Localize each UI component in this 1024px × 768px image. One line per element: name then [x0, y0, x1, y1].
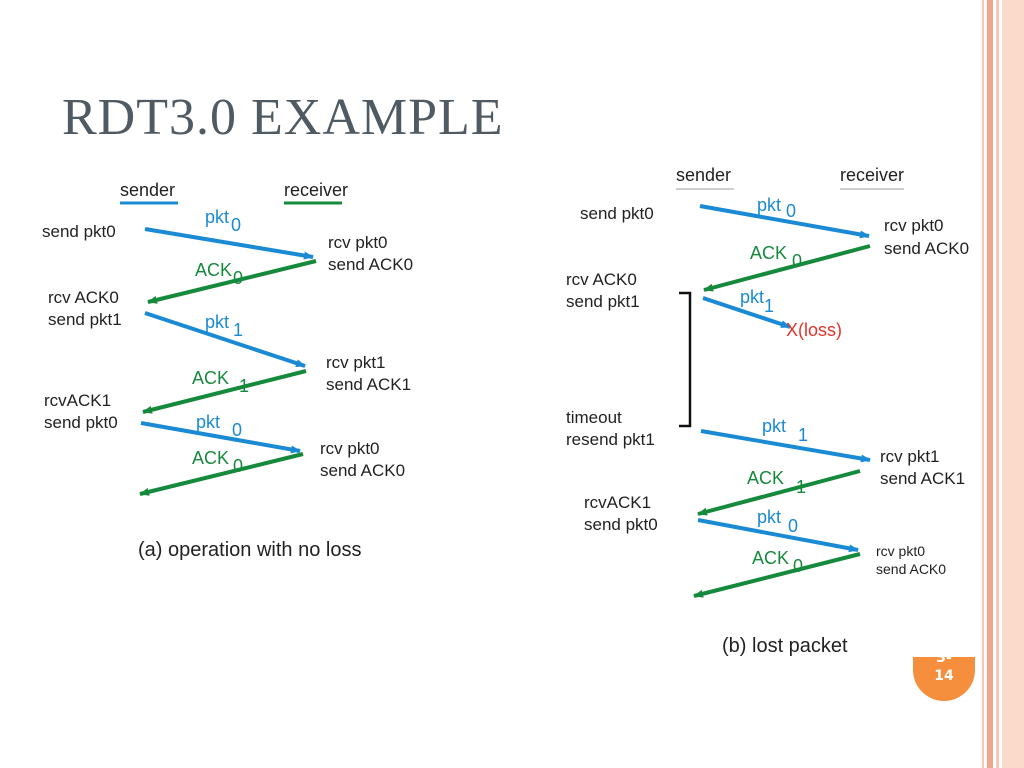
sender-header: sender — [676, 165, 731, 185]
ack-arrow — [693, 552, 861, 598]
sender-label: rcvACK1 — [584, 493, 651, 512]
ack-arrow — [142, 369, 307, 414]
ack-arrow — [703, 244, 871, 292]
slide-title: RDT3.0 EXAMPLE — [62, 89, 504, 146]
sender-label: send pkt0 — [42, 222, 116, 241]
diagram-caption: (b) lost packet — [722, 635, 848, 657]
sender-label: rcvACK1 — [44, 391, 111, 410]
receiver-label: send ACK0 — [328, 255, 413, 274]
sender-label: send pkt1 — [566, 292, 640, 311]
loss-label: X(loss) — [786, 320, 842, 340]
receiver-label: rcv pkt1 — [880, 447, 940, 466]
pkt-arrow — [700, 429, 871, 463]
pkt-arrow — [697, 518, 859, 553]
receiver-label: rcv pkt0 — [884, 216, 944, 235]
sender-label: resend pkt1 — [566, 430, 655, 449]
receiver-label: send ACK1 — [880, 469, 965, 488]
receiver-header: receiver — [840, 165, 904, 185]
receiver-label: rcv pkt1 — [326, 353, 386, 372]
diagram-b: sender receiver send pkt0 rcv ACK0 send … — [566, 165, 969, 657]
pkt-arrow — [699, 204, 870, 239]
pkt-arrow — [140, 421, 301, 454]
receiver-label: send ACK0 — [876, 561, 946, 577]
receiver-label: rcv pkt0 — [328, 233, 388, 252]
pkt-arrow — [144, 227, 314, 260]
stripe — [982, 0, 984, 768]
receiver-label: send ACK1 — [326, 375, 411, 394]
sender-header: sender — [120, 180, 175, 200]
receiver-label: rcv pkt0 — [876, 543, 925, 559]
receiver-label: rcv pkt0 — [320, 439, 380, 458]
stripe — [996, 0, 999, 768]
sender-label: send pkt0 — [44, 413, 118, 432]
pkt-arrow — [144, 311, 306, 368]
slide-number-line2: 14 — [934, 668, 954, 684]
stripe — [987, 0, 993, 768]
message-label: ACK0 — [195, 260, 243, 288]
stripe — [1002, 0, 1024, 768]
message-label: pkt1 — [740, 287, 774, 316]
ack-arrow — [139, 452, 304, 496]
receiver-header: receiver — [284, 180, 348, 200]
sender-label: rcv ACK0 — [566, 270, 637, 289]
sender-label: send pkt0 — [584, 515, 658, 534]
diagram-a: sender receiver send pkt0 rcv ACK0 send … — [42, 180, 413, 561]
slide-number-badge: 3- 14 — [913, 657, 975, 701]
diagram-caption: (a) operation with no loss — [138, 539, 361, 561]
lost-pkt-arrow — [702, 296, 791, 329]
sender-label: timeout — [566, 408, 622, 427]
ack-arrow — [697, 469, 861, 516]
sender-label: send pkt0 — [580, 204, 654, 223]
sender-label: rcv ACK0 — [48, 288, 119, 307]
receiver-label: send ACK0 — [320, 461, 405, 480]
sender-label: send pkt1 — [48, 310, 122, 329]
receiver-label: send ACK0 — [884, 239, 969, 258]
slide-number-line1: 3- — [936, 657, 952, 666]
decorative-stripes — [978, 0, 1024, 768]
timeout-bracket — [679, 291, 692, 428]
ack-arrow — [147, 259, 317, 304]
